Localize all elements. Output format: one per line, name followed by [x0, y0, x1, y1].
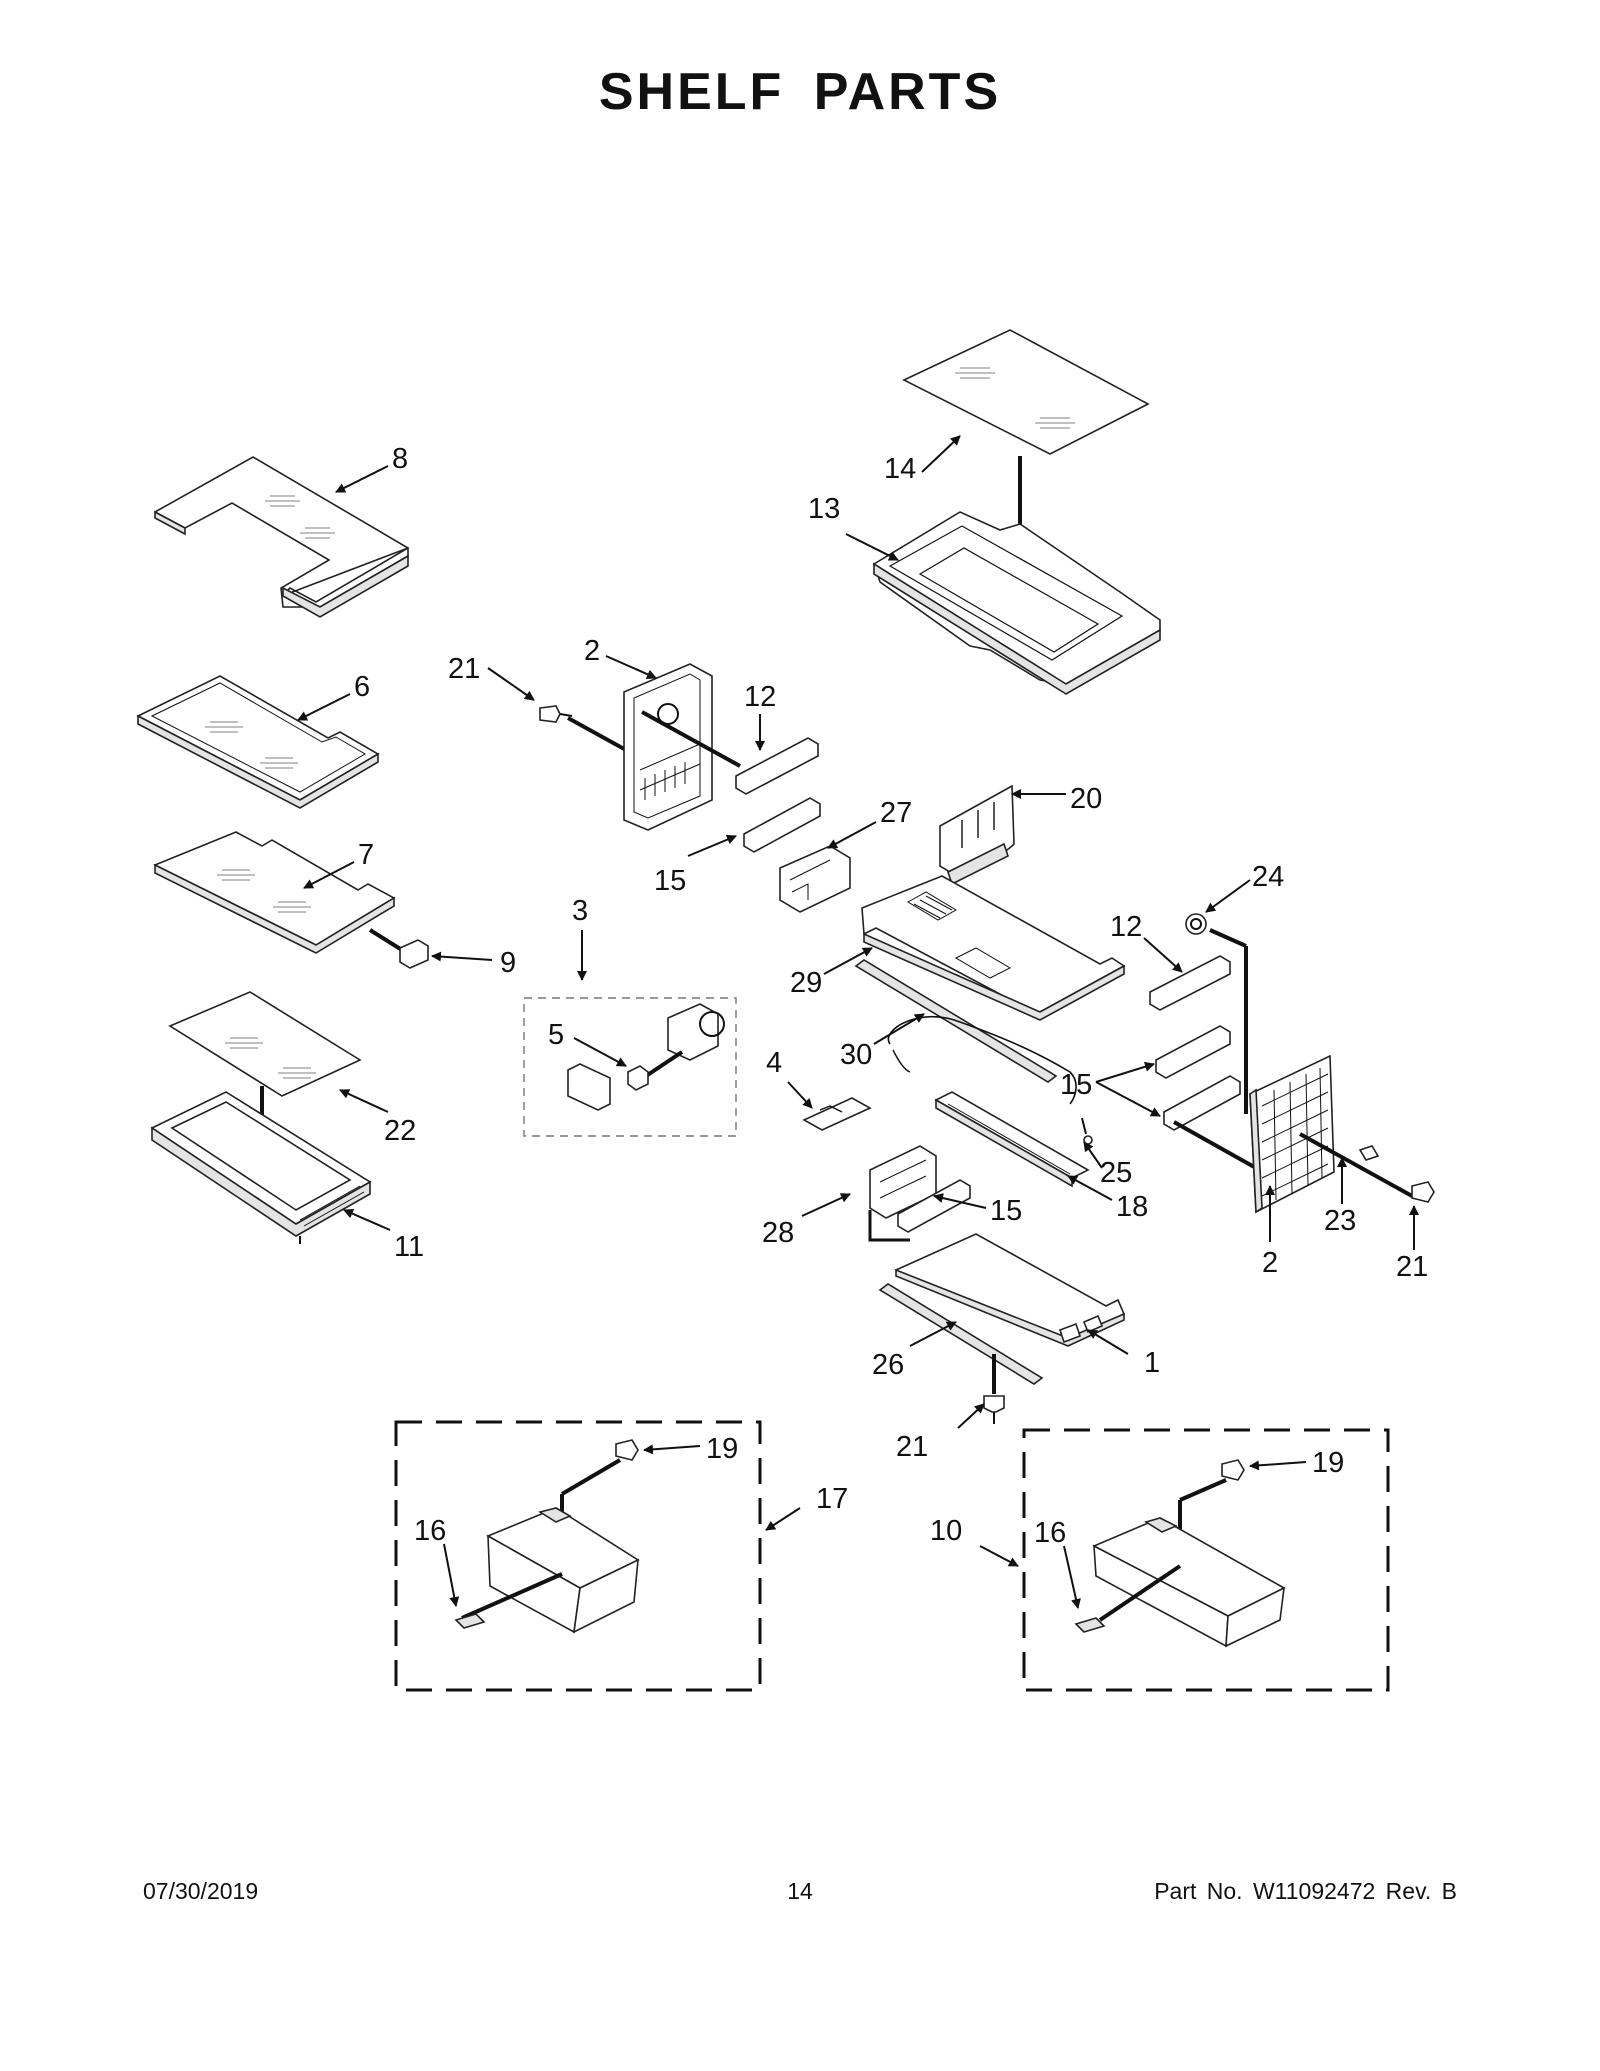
part-12-rail-mid: [735, 737, 819, 795]
part-21-screw-bottom: [983, 1395, 1005, 1424]
callout-12-mid: 12: [744, 681, 776, 713]
callout-13: 13: [808, 493, 840, 525]
part-19-screw-left: [615, 1439, 639, 1461]
callout-16-left: 16: [414, 1515, 446, 1547]
part-3-module: [627, 1003, 725, 1091]
part-18-tray: [934, 1091, 1090, 1188]
callout-8: 8: [392, 443, 408, 475]
part-21-screw-left: [539, 705, 573, 723]
callout-24: 24: [1252, 861, 1284, 893]
callout-26: 26: [872, 1349, 904, 1381]
part-7-shelf: [153, 831, 396, 954]
callout-7: 7: [358, 839, 374, 871]
callout-arrows: [297, 435, 1419, 1609]
callout-21-right: 21: [1396, 1251, 1428, 1283]
part-3-assembly-box: [523, 997, 737, 1137]
part-8-shelf: [154, 456, 410, 618]
part-26-strip: [878, 1283, 1044, 1385]
footer-part-number: Part No. W11092472 Rev. B: [1154, 1878, 1457, 1904]
part-16-right-leader: [1098, 1564, 1182, 1622]
callout-14: 14: [884, 453, 916, 485]
part-19-screw-right: [1221, 1459, 1245, 1481]
footer-page-number: 14: [787, 1878, 813, 1904]
callout-2-left: 2: [584, 635, 600, 667]
part-2-grid-right: [1249, 1054, 1335, 1214]
callout-12-right: 12: [1110, 911, 1142, 943]
part-15-right-leader: [1173, 1120, 1257, 1170]
part-20-bracket: [939, 784, 1015, 886]
callout-23: 23: [1324, 1205, 1356, 1237]
callout-30: 30: [840, 1039, 872, 1071]
callout-5: 5: [548, 1019, 564, 1051]
footer-date: 07/30/2019: [143, 1878, 259, 1904]
callout-9: 9: [500, 947, 516, 979]
callout-29: 29: [790, 967, 822, 999]
part-29-cover: [861, 875, 1126, 1021]
callout-15-mid: 15: [654, 865, 686, 897]
callout-22: 22: [384, 1115, 416, 1147]
callout-1: 1: [1144, 1347, 1160, 1379]
part-4-bracket: [802, 1097, 872, 1131]
part-2-leader: [641, 710, 741, 768]
callout-27: 27: [880, 797, 912, 829]
callout-11: 11: [394, 1231, 424, 1263]
callout-21-left: 21: [448, 653, 480, 685]
callout-18: 18: [1116, 1191, 1148, 1223]
callout-28: 28: [762, 1217, 794, 1249]
part-10-drawer: [1092, 1517, 1286, 1648]
callout-17: 17: [816, 1483, 848, 1515]
part-15-rail-low: [897, 1179, 971, 1233]
callout-19-left: 19: [706, 1433, 738, 1465]
callout-6: 6: [354, 671, 370, 703]
part-24-leader: [1209, 928, 1247, 948]
part-1-cover: [894, 1233, 1126, 1347]
part-12-rail-right: [1149, 955, 1231, 1011]
callout-2-right: 2: [1262, 1247, 1278, 1279]
part-19-right-leader-a: [1179, 1478, 1227, 1502]
part-16-pad-right: [1074, 1617, 1106, 1633]
callout-16-right: 16: [1034, 1517, 1066, 1549]
part-15-rail-right-b: [1163, 1075, 1241, 1131]
part-10-box: [1022, 1428, 1390, 1692]
part-27-housing: [779, 845, 851, 913]
callout-21-bottom: 21: [896, 1431, 928, 1463]
callout-4: 4: [766, 1047, 782, 1079]
part-21-leader: [567, 716, 627, 752]
callout-20: 20: [1070, 783, 1102, 815]
part-14-glass: [902, 329, 1150, 455]
callout-3: 3: [572, 895, 588, 927]
part-2-bracket-left: [623, 663, 713, 831]
part-13-frame: [873, 511, 1161, 695]
part-15-rail-mid: [743, 797, 821, 853]
part-17-box: [394, 1420, 762, 1692]
part-16-left-leader: [461, 1572, 563, 1620]
part-11-frame: [150, 1091, 372, 1244]
callout-15-low: 15: [990, 1195, 1022, 1227]
part-6-shelf: [136, 675, 380, 809]
callout-10: 10: [930, 1515, 962, 1547]
callout-19-right: 19: [1312, 1447, 1344, 1479]
part-22-glass: [168, 991, 362, 1097]
part-15-rail-right-a: [1155, 1025, 1231, 1079]
callout-15-right: 15: [1060, 1069, 1092, 1101]
page-title: SHELF PARTS: [598, 63, 1002, 121]
part-21-screw-right: [1411, 1181, 1435, 1203]
part-5-cover: [567, 1063, 611, 1111]
part-17-drawer: [486, 1507, 640, 1634]
part-2-right-leader: [1299, 1132, 1413, 1198]
part-16-pad-left: [454, 1613, 486, 1629]
part-19-left-leader-a: [560, 1458, 622, 1496]
part-23-washer: [1358, 1145, 1380, 1161]
callout-25: 25: [1100, 1157, 1132, 1189]
callout-labels: 8 6 7 9 22 11 21 2 12 15 27 20 3 5 4 29 …: [354, 443, 1428, 1549]
part-9-clip: [368, 928, 429, 969]
part-24-knob: [1185, 913, 1207, 935]
